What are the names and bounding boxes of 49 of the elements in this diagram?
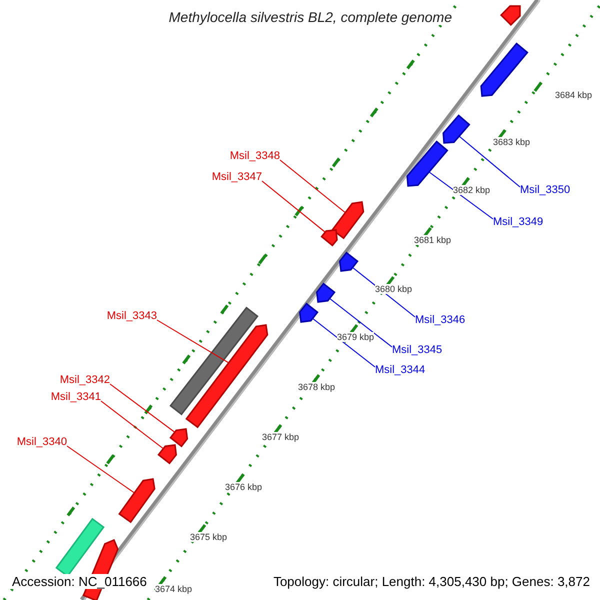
gene-feature [442, 114, 470, 144]
leader-line [458, 136, 520, 188]
info-text: Accession: NC_011666 [10, 574, 149, 589]
scale-label: 3682 kbp [453, 185, 490, 195]
leader-line [262, 180, 326, 233]
leader-line [428, 172, 494, 220]
leader-line [100, 400, 164, 450]
gene-feature [157, 444, 177, 464]
scale-label: 3684 kbp [555, 90, 592, 100]
gene-feature [339, 252, 359, 272]
gene-feature [480, 42, 528, 97]
gene-feature [169, 306, 259, 416]
gene-feature [316, 282, 336, 303]
gene-label: Msil_3342 [60, 374, 110, 387]
scale-label: 3681 kbp [414, 235, 452, 245]
leader-line [329, 298, 392, 348]
gene-label: Msil_3345 [392, 344, 442, 357]
gene-label: Msil_3349 [493, 216, 544, 229]
gene-label: Msil_3340 [16, 436, 67, 449]
gene-feature [169, 428, 188, 448]
gene-label: Msil_3344 [375, 364, 426, 377]
leader-line [156, 320, 230, 364]
gene-feature [299, 302, 319, 323]
diagram-title: Methylocella silvestris BL2, complete genome [168, 9, 452, 25]
gene-feature [118, 478, 156, 524]
leader-line [312, 318, 376, 368]
gene-feature [320, 229, 338, 246]
scale-label: 3683 kbp [493, 137, 530, 147]
scale-label: 3679 kbp [337, 332, 374, 342]
gene-label: Msil_3350 [520, 184, 570, 197]
leader-line [66, 446, 135, 494]
scale-label: 3676 kbp [225, 482, 262, 492]
scale-label: 3680 kbp [375, 284, 412, 294]
gene-label: Msil_3346 [415, 314, 466, 327]
gene-label: Msil_3341 [50, 391, 101, 404]
gene-label: Msil_3348 [230, 150, 280, 163]
gene-label: Msil_3343 [106, 310, 157, 323]
gene-feature [185, 324, 268, 428]
gene-feature [331, 201, 364, 240]
scale-label: 3678 kbp [298, 382, 336, 392]
scale-label: 3674 kbp [155, 584, 192, 594]
gene-feature [500, 5, 521, 26]
leader-line [110, 384, 176, 433]
info-text: Topology: circular; Length: 4,305,430 bp; Genes: 3,872 [271, 574, 592, 589]
leader-line [280, 160, 346, 214]
scale-label: 3677 kbp [262, 432, 300, 442]
gene-feature [406, 140, 448, 187]
gene-label: Msil_3347 [212, 171, 262, 184]
scale-label: 3675 kbp [190, 532, 228, 542]
